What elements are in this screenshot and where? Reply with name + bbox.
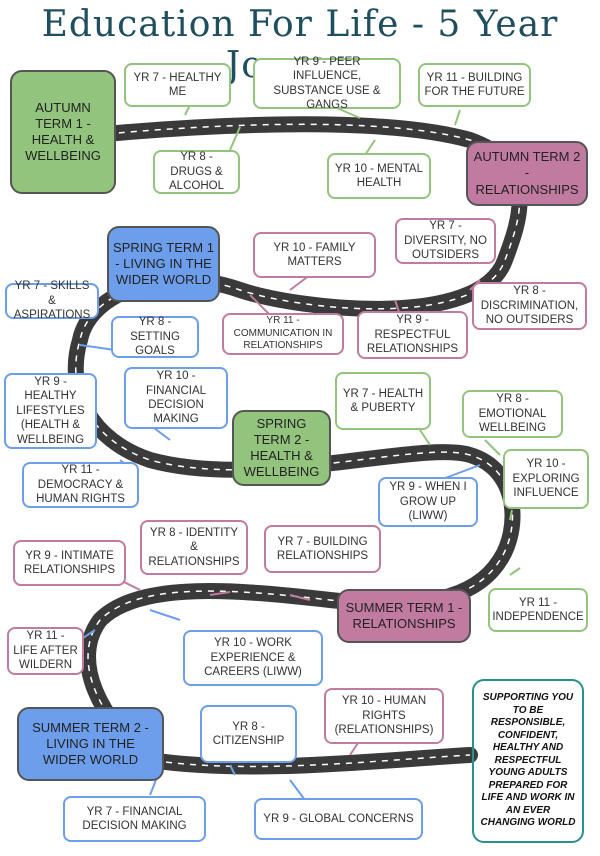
topic-a2-y7: YR 7 - DIVERSITY, NO OUTSIDERS bbox=[395, 218, 496, 264]
topic-su1-y9: YR 9 - INTIMATE RELATIONSHIPS bbox=[13, 540, 126, 586]
topic-s2-y7: YR 7 - HEALTH & PUBERTY bbox=[335, 372, 431, 430]
topic-s2-y11: YR 11 - INDEPENDENCE bbox=[488, 588, 588, 632]
topic-a1-y8: YR 8 - DRUGS & ALCOHOL bbox=[153, 150, 240, 194]
term-autumn-2: AUTUMN TERM 2 - RELATIONSHIPS bbox=[466, 141, 588, 206]
term-summer-1: SUMMER TERM 1 - RELATIONSHIPS bbox=[337, 589, 471, 643]
topic-s2-y8: YR 8 - EMOTIONAL WELLBEING bbox=[462, 390, 563, 438]
topic-su2-y8: YR 8 - CITIZENSHIP bbox=[200, 705, 297, 763]
term-summer-2: SUMMER TERM 2 - LIVING IN THE WIDER WORL… bbox=[17, 707, 164, 781]
topic-su1-y7: YR 7 - BUILDING RELATIONSHIPS bbox=[264, 525, 381, 573]
mission-statement: SUPPORTING YOU TO BE RESPONSIBLE, CONFID… bbox=[472, 679, 584, 843]
term-spring-1: SPRING TERM 1 - LIVING IN THE WIDER WORL… bbox=[107, 226, 220, 302]
topic-a1-y9: YR 9 - PEER INFLUENCE, SUBSTANCE USE & G… bbox=[253, 56, 401, 111]
topic-s1-y8: YR 8 - SETTING GOALS bbox=[111, 316, 199, 358]
topic-s1-y11: YR 11 - DEMOCRACY & HUMAN RIGHTS bbox=[22, 462, 139, 508]
topic-s2-y10: YR 10 - EXPLORING INFLUENCE bbox=[503, 449, 589, 509]
topic-a2-y10: YR 10 - FAMILY MATTERS bbox=[253, 232, 376, 278]
topic-su2-y9: YR 9 - GLOBAL CONCERNS bbox=[254, 798, 423, 840]
topic-a1-y7: YR 7 - HEALTHY ME bbox=[124, 63, 231, 107]
topic-su2-y7: YR 7 - FINANCIAL DECISION MAKING bbox=[63, 796, 206, 842]
topic-su1-y8: YR 8 - IDENTITY & RELATIONSHIPS bbox=[140, 520, 248, 575]
topic-s1-y9: YR 9 - HEALTHY LIFESTYLES (HEALTH & WELL… bbox=[4, 373, 97, 449]
term-spring-2: SPRING TERM 2 - HEALTH & WELLBEING bbox=[232, 410, 331, 486]
term-autumn-1: AUTUMN TERM 1 - HEALTH & WELLBEING bbox=[10, 70, 116, 194]
topic-s1-y7: YR 7 - SKILLS & ASPIRATIONS bbox=[5, 280, 99, 321]
topic-s1-y10: YR 10 - FINANCIAL DECISION MAKING bbox=[124, 367, 228, 429]
topic-s2-y9: YR 9 - WHEN I GROW UP (LIWW) bbox=[378, 477, 478, 527]
topic-su1-y10: YR 10 - WORK EXPERIENCE & CAREERS (LIWW) bbox=[183, 630, 323, 686]
topic-a2-y9: YR 9 - RESPECTFUL RELATIONSHIPS bbox=[357, 311, 468, 359]
topic-su2-y10: YR 10 - HUMAN RIGHTS (RELATIONSHIPS) bbox=[324, 688, 444, 744]
topic-a2-y11: YR 11 - COMMUNICATION IN RELATIONSHIPS bbox=[222, 313, 344, 355]
topic-a2-y8: YR 8 - DISCRIMINATION, NO OUTSIDERS bbox=[472, 282, 587, 330]
topic-su1-y11: YR 11 - LIFE AFTER WILDERN bbox=[7, 627, 84, 675]
topic-a1-y11: YR 11 - BUILDING FOR THE FUTURE bbox=[418, 63, 531, 107]
topic-a1-y10: YR 10 - MENTAL HEALTH bbox=[327, 153, 431, 199]
